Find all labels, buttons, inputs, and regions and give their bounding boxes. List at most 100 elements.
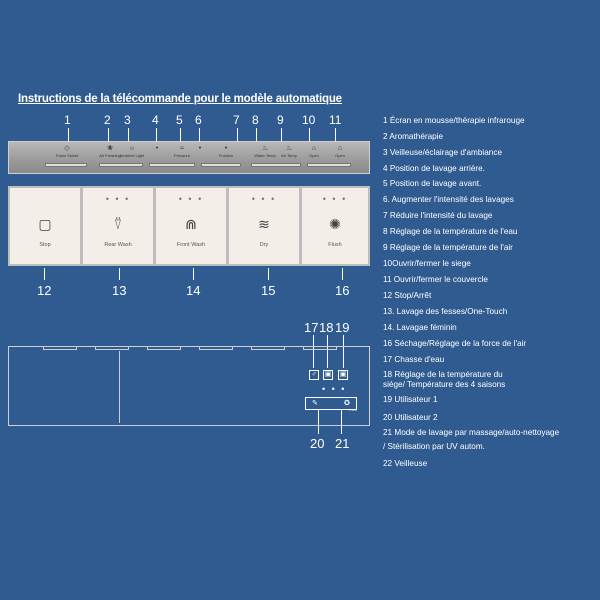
legend-item: 17 Chasse d'eau xyxy=(383,355,445,364)
tile-label: Dry xyxy=(259,242,269,248)
strip-button-bar xyxy=(149,163,195,167)
legend-item: 3 Veilleuse/éclairage d'ambiance xyxy=(383,148,502,157)
remote-top-tab xyxy=(147,346,181,350)
remote-top-tab xyxy=(43,346,77,350)
rear-wash-icon: ⍢ xyxy=(113,216,123,232)
callout-line xyxy=(327,335,328,368)
callout-line xyxy=(281,128,282,141)
callout-line xyxy=(180,128,181,141)
legend-item: 5 Position de lavage avant. xyxy=(383,179,482,188)
air-freshing-button[interactable]: ❀Air Freshing xyxy=(97,145,123,159)
flush-icon: ✺ xyxy=(329,216,341,232)
legend-item: 1 Écran en mousse/thérapie infrarouge xyxy=(383,116,525,125)
callout-number-21: 21 xyxy=(335,436,350,451)
wash-buttons-panel: ▢ Stop • • • ⍢ Rear Wash • • • ⋒ Front W… xyxy=(8,186,370,266)
callout-line xyxy=(199,128,200,141)
callout-number-19: 19 xyxy=(335,320,350,335)
callout-number-3: 3 xyxy=(124,113,131,127)
level-dots: • • • xyxy=(105,194,131,204)
callout-number-14: 14 xyxy=(186,283,201,298)
foam-shield-button[interactable]: ◇Foam Shield xyxy=(49,145,85,159)
front-wash-button[interactable]: • • • ⋒ Front Wash xyxy=(156,188,226,264)
callout-number-8: 8 xyxy=(252,113,259,127)
callout-number-6: 6 xyxy=(195,113,202,127)
light-icon: ☼ xyxy=(128,145,136,152)
flower-icon: ❀ xyxy=(107,145,113,152)
user2-mode-bar[interactable]: ✎ ✪ xyxy=(305,397,357,410)
remote-top-tab xyxy=(199,346,233,350)
callout-line xyxy=(193,268,194,280)
remote-top-tab xyxy=(95,346,129,350)
button-label: Open xyxy=(309,153,319,158)
callout-line xyxy=(156,128,157,141)
callout-number-18: 18 xyxy=(319,320,334,335)
remote-level-dots: • • • xyxy=(322,384,347,394)
stop-icon: ▢ xyxy=(38,216,52,232)
callout-line xyxy=(342,268,343,280)
shield-icon: ◇ xyxy=(64,145,70,152)
callout-line xyxy=(313,335,314,368)
dot-icon: • xyxy=(224,145,228,152)
callout-line xyxy=(318,410,319,434)
callout-number-17: 17 xyxy=(304,320,319,335)
legend-item: 18 Réglage de la température du xyxy=(383,370,503,379)
water-temp-icon: ♨ xyxy=(261,145,269,152)
position-button[interactable]: •Position xyxy=(215,145,237,159)
control-panel-strip: ◇Foam Shield ❀Air Freshing ☼Ambient Ligh… xyxy=(8,141,370,174)
tile-label: Flush xyxy=(328,242,342,248)
tile-label: Front Wash xyxy=(176,242,206,248)
remote-top-tab xyxy=(303,346,337,350)
strip-button-bar xyxy=(99,163,143,167)
flush-button[interactable]: • • • ✺ Flush xyxy=(302,188,368,264)
callout-number-13: 13 xyxy=(112,283,127,298)
callout-number-4: 4 xyxy=(152,113,159,127)
ambient-light-button[interactable]: ☼Ambient Light xyxy=(119,145,145,159)
mode-icon: ✪ xyxy=(344,400,350,407)
button-label: Foam Shield xyxy=(55,153,79,158)
callout-number-11: 11 xyxy=(329,113,342,127)
button-label: Position xyxy=(218,153,234,158)
legend-item: siége/ Température des 4 saisons xyxy=(383,380,506,389)
seat-open-button[interactable]: ⌂Open xyxy=(305,145,323,159)
front-wash-icon: ⋒ xyxy=(185,216,197,232)
callout-number-10: 10 xyxy=(302,113,316,127)
remote-small-text: USER xyxy=(349,408,358,412)
strip-button-bar xyxy=(45,163,87,167)
strip-button-bar xyxy=(201,163,241,167)
seat-temp-remote-button[interactable]: ▣ xyxy=(323,370,333,380)
lid-open-button[interactable]: ⌂Open xyxy=(331,145,349,159)
air-temp-button[interactable]: ♨Air Temp xyxy=(277,145,301,159)
button-label: Air Temp xyxy=(281,153,297,158)
remote-control-panel: ♂ ▣ ▣ • • • ✎ ✪ USER xyxy=(8,346,370,426)
dot-icon: • xyxy=(155,145,159,152)
rear-position-button[interactable]: • xyxy=(152,145,162,159)
legend-item: 11 Ouvrir/fermer le couvercle xyxy=(383,275,488,284)
dry-button[interactable]: • • • ≋ Dry xyxy=(229,188,299,264)
tile-label: Stop xyxy=(39,242,51,248)
stop-button[interactable]: ▢ Stop xyxy=(10,188,80,264)
callout-number-7: 7 xyxy=(233,113,240,127)
level-dots: • • • xyxy=(251,194,277,204)
legend-item: 20 Utilisateur 2 xyxy=(383,413,438,422)
callout-number-1: 1 xyxy=(64,113,71,127)
legend-item: 14. Lavagae féminin xyxy=(383,323,457,332)
front-position-button[interactable]: • xyxy=(195,145,205,159)
pressure-button[interactable]: ≈Pressure xyxy=(169,145,195,159)
user1-remote-button[interactable]: ▣ xyxy=(338,370,348,380)
lid-icon: ⌂ xyxy=(337,145,343,152)
legend-item: 13. Lavage des fesses/One-Touch xyxy=(383,307,508,316)
legend-item: 12 Stop/Arrêt xyxy=(383,291,432,300)
callout-number-2: 2 xyxy=(104,113,111,127)
rear-wash-button[interactable]: • • • ⍢ Rear Wash xyxy=(83,188,153,264)
level-dots: • • • xyxy=(322,194,348,204)
callout-line xyxy=(335,128,336,141)
page-title: Instructions de la télécommande pour le … xyxy=(18,93,342,105)
callout-line xyxy=(108,128,109,141)
callout-number-20: 20 xyxy=(310,436,325,451)
callout-line xyxy=(341,410,342,434)
callout-line xyxy=(237,128,238,141)
flush-remote-button[interactable]: ♂ xyxy=(309,370,319,380)
button-label: Ambient Light xyxy=(119,153,145,158)
water-temp-button[interactable]: ♨Water Temp xyxy=(253,145,277,159)
legend-item: 8 Réglage de la température de l'eau xyxy=(383,227,518,236)
